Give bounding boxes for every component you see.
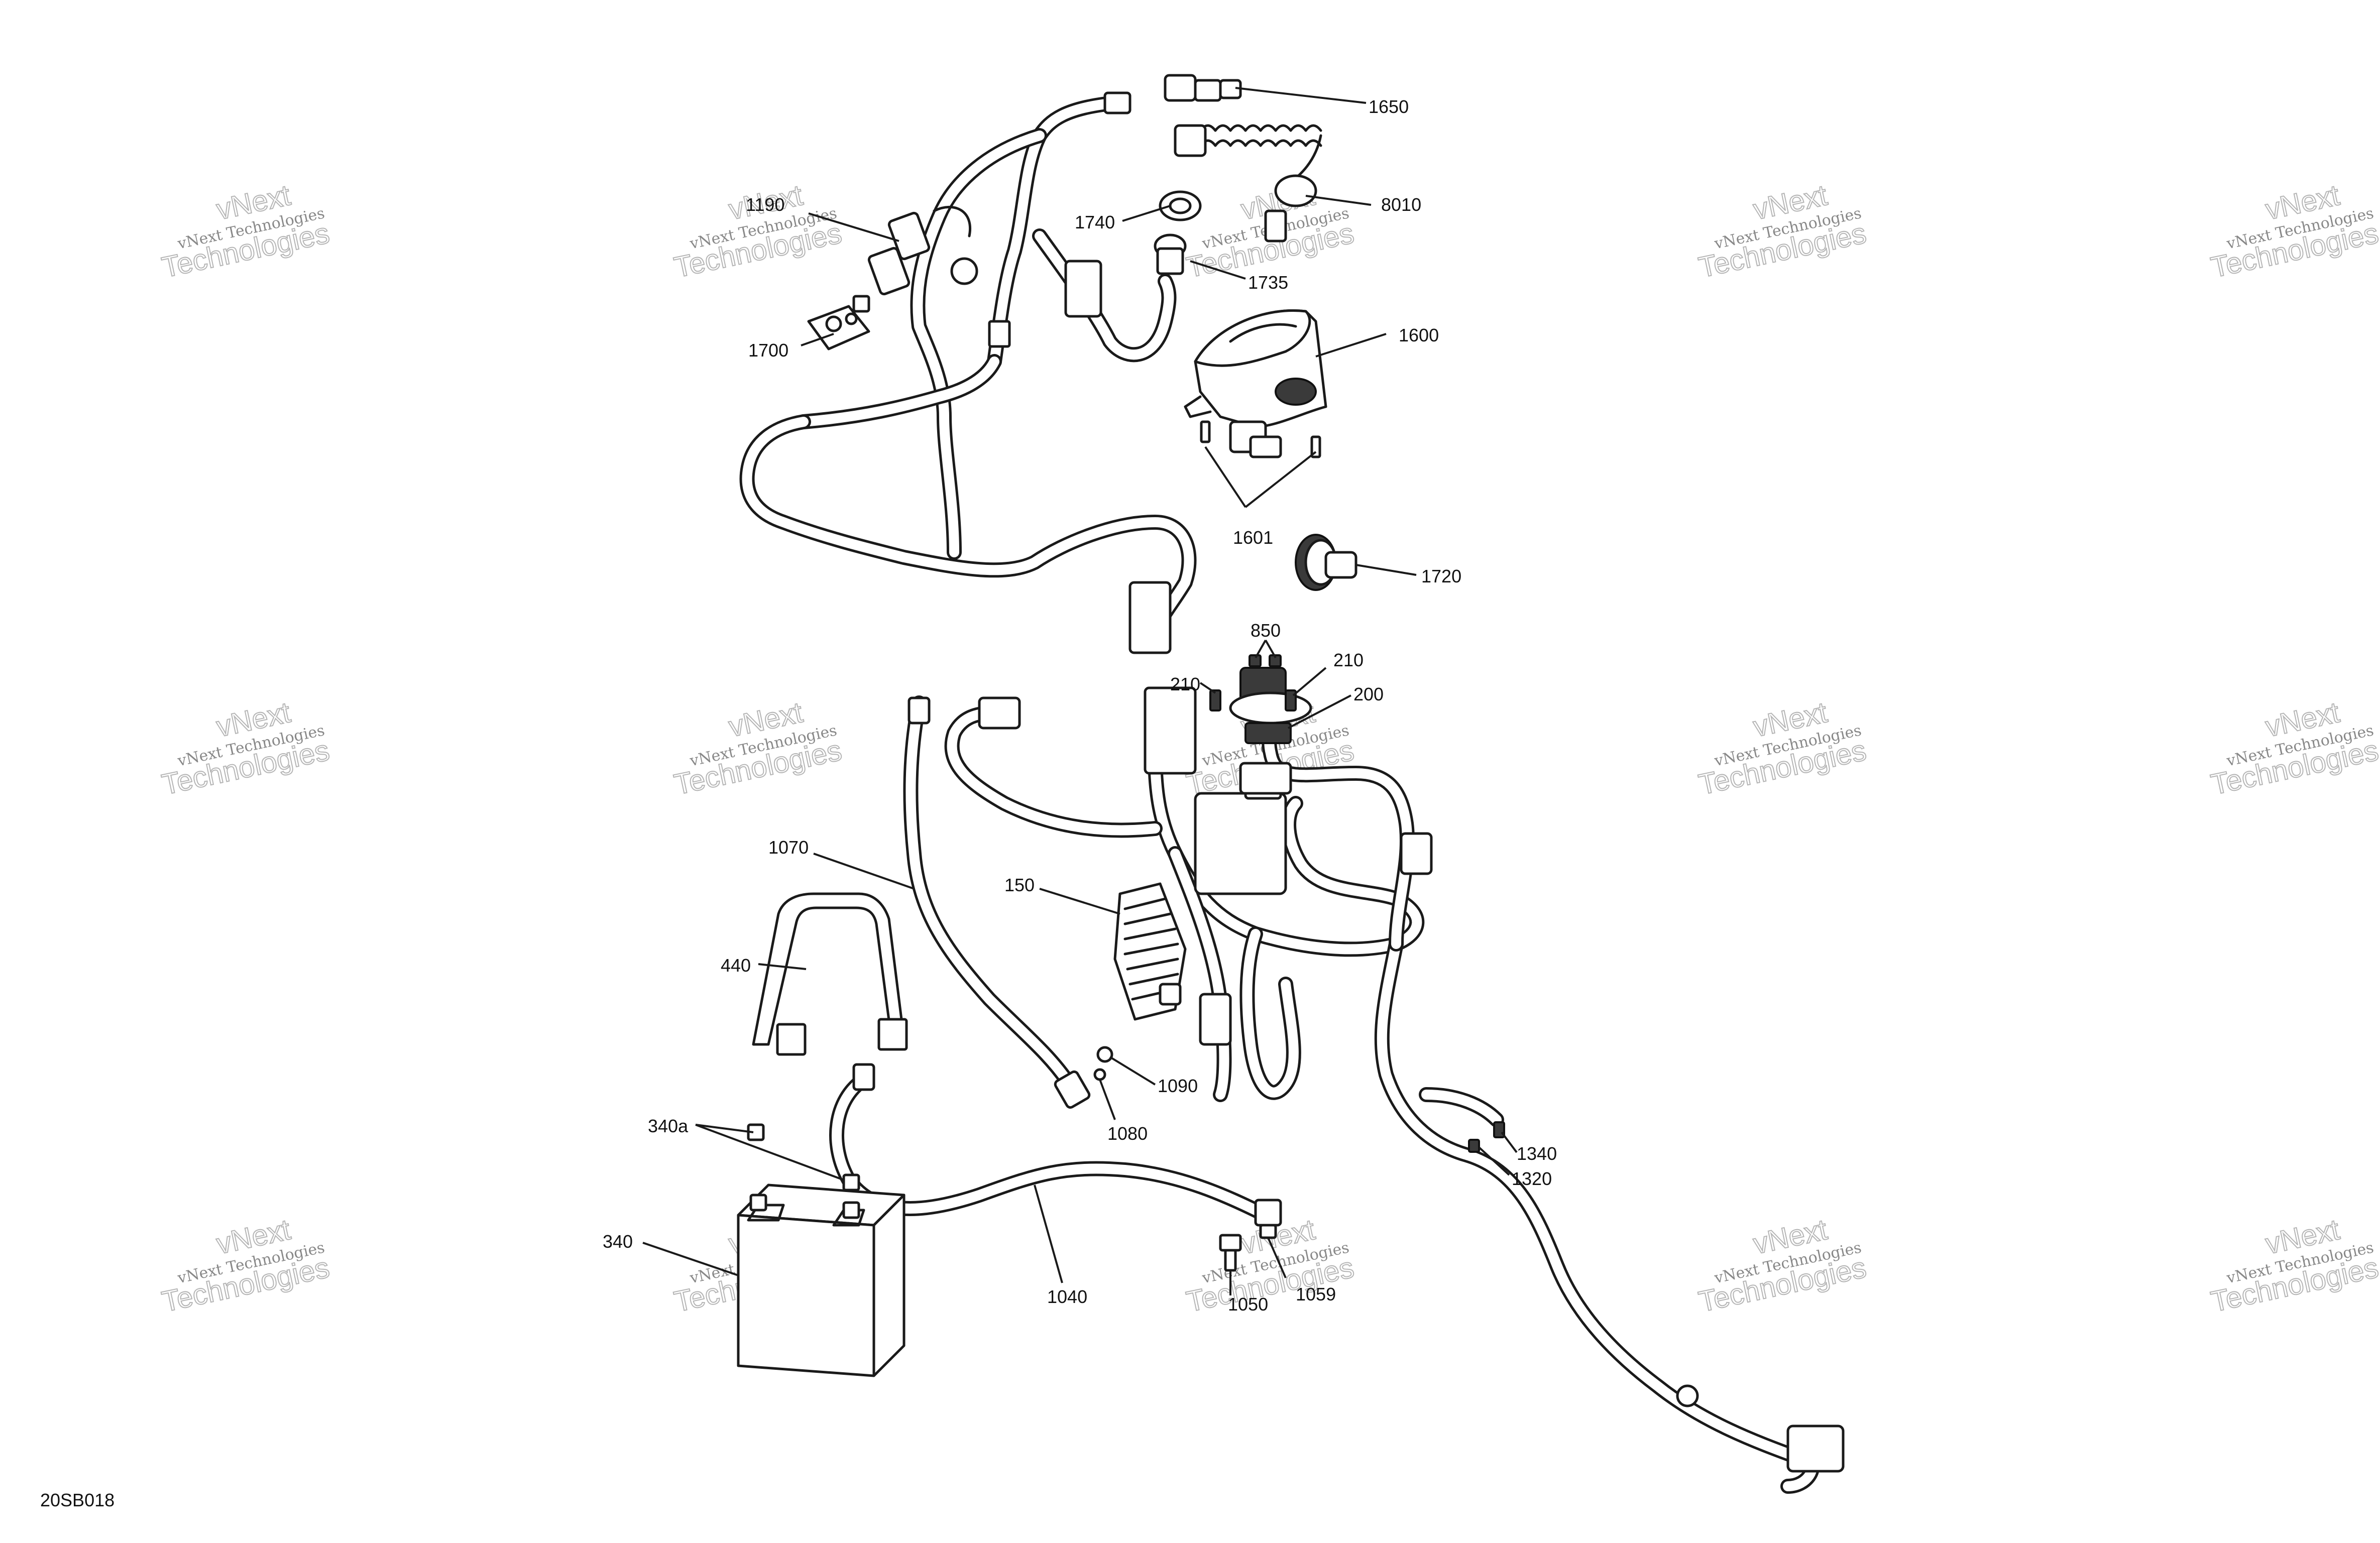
leader-lines — [642, 87, 1518, 1295]
part-1090-nut — [1096, 1046, 1113, 1063]
part-1040-cable — [829, 1063, 1282, 1227]
harness-connector — [1128, 581, 1172, 654]
callout-1650: 1650 — [1369, 96, 1409, 117]
part-1720-knob — [1295, 534, 1357, 591]
harness-connector — [1400, 832, 1433, 875]
callout-340: 340 — [603, 1231, 633, 1252]
part-1740-grommet — [1159, 190, 1202, 221]
watermark: vNext Technologies vNext Technologies — [159, 695, 333, 801]
part-1601-screws — [1200, 420, 1321, 458]
part-1700-switch — [807, 295, 870, 350]
callout-440: 440 — [721, 955, 751, 976]
callout-850: 850 — [1251, 620, 1281, 641]
callout-200: 200 — [1353, 684, 1384, 704]
callout-8010: 8010 — [1381, 194, 1421, 215]
callout-1700: 1700 — [748, 340, 788, 361]
watermark: vNext Technologies vNext Technologies — [2208, 178, 2380, 284]
watermark: vNext Technologies vNext Technologies — [671, 178, 845, 284]
part-440-strap — [752, 892, 908, 1056]
part-850-nuts — [1249, 654, 1282, 667]
callout-150: 150 — [1004, 875, 1035, 895]
part-210-bolts — [1209, 689, 1297, 711]
harness-connector — [1144, 686, 1197, 775]
drawing-code: 20SB018 — [40, 1490, 115, 1510]
callout-210-left: 210 — [1170, 674, 1200, 694]
part-1050-bolt — [1219, 1234, 1242, 1272]
watermark: vNext Technologies vNext Technologies — [1695, 178, 1870, 284]
callout-1320: 1320 — [1512, 1168, 1552, 1189]
part-1059-nut — [1259, 1224, 1277, 1239]
callout-1735: 1735 — [1248, 272, 1288, 293]
watermark: vNext Technologies vNext Technologies — [671, 695, 845, 801]
callout-1059: 1059 — [1296, 1284, 1336, 1304]
callout-labels: 1650 8010 1740 1735 1190 1700 1600 1601 … — [603, 96, 1557, 1315]
part-150-regulator — [1113, 882, 1187, 1021]
callout-1050: 1050 — [1228, 1294, 1268, 1315]
callout-1070: 1070 — [768, 837, 809, 858]
watermark: vNext Technologies vNext Technologies — [2208, 695, 2380, 801]
relay-box — [1194, 792, 1287, 895]
part-1080-washer — [1093, 1068, 1106, 1081]
callout-210-right: 210 — [1333, 650, 1364, 670]
watermark: vNext Technologies vNext Technologies — [159, 178, 333, 284]
callout-340a: 340a — [648, 1116, 689, 1136]
part-1735-socket — [1154, 233, 1187, 275]
callout-1600: 1600 — [1399, 325, 1439, 345]
part-8010-coiled-cord — [1174, 124, 1322, 243]
part-1650-connector — [1164, 74, 1242, 102]
part-340-battery — [737, 1183, 905, 1377]
harness-connector — [1199, 993, 1232, 1046]
callout-1090: 1090 — [1158, 1076, 1198, 1096]
part-1070-cable — [903, 695, 1091, 1109]
callout-1190: 1190 — [746, 194, 784, 215]
harness-connector — [978, 696, 1021, 730]
callout-1601: 1601 — [1233, 527, 1273, 548]
watermark: vNext Technologies vNext Technologies — [1695, 695, 1870, 801]
watermark: vNext Technologies vNext Technologies — [2208, 1213, 2380, 1319]
harness-connector — [1064, 260, 1102, 318]
harness-end-connector — [1786, 1425, 1845, 1473]
watermark: vNext Technologies vNext Technologies — [159, 1213, 333, 1319]
callout-1720: 1720 — [1421, 566, 1461, 586]
callout-1040: 1040 — [1047, 1286, 1087, 1307]
part-1320-nut — [1468, 1139, 1480, 1153]
callout-1340: 1340 — [1517, 1143, 1557, 1164]
part-1190-connector — [867, 205, 978, 296]
harness-connectors — [978, 91, 1845, 1473]
callout-1080: 1080 — [1107, 1123, 1148, 1144]
part-1600-gauge — [1184, 309, 1327, 458]
callout-1740: 1740 — [1075, 212, 1115, 232]
watermark: vNext Technologies vNext Technologies — [1695, 1213, 1870, 1319]
